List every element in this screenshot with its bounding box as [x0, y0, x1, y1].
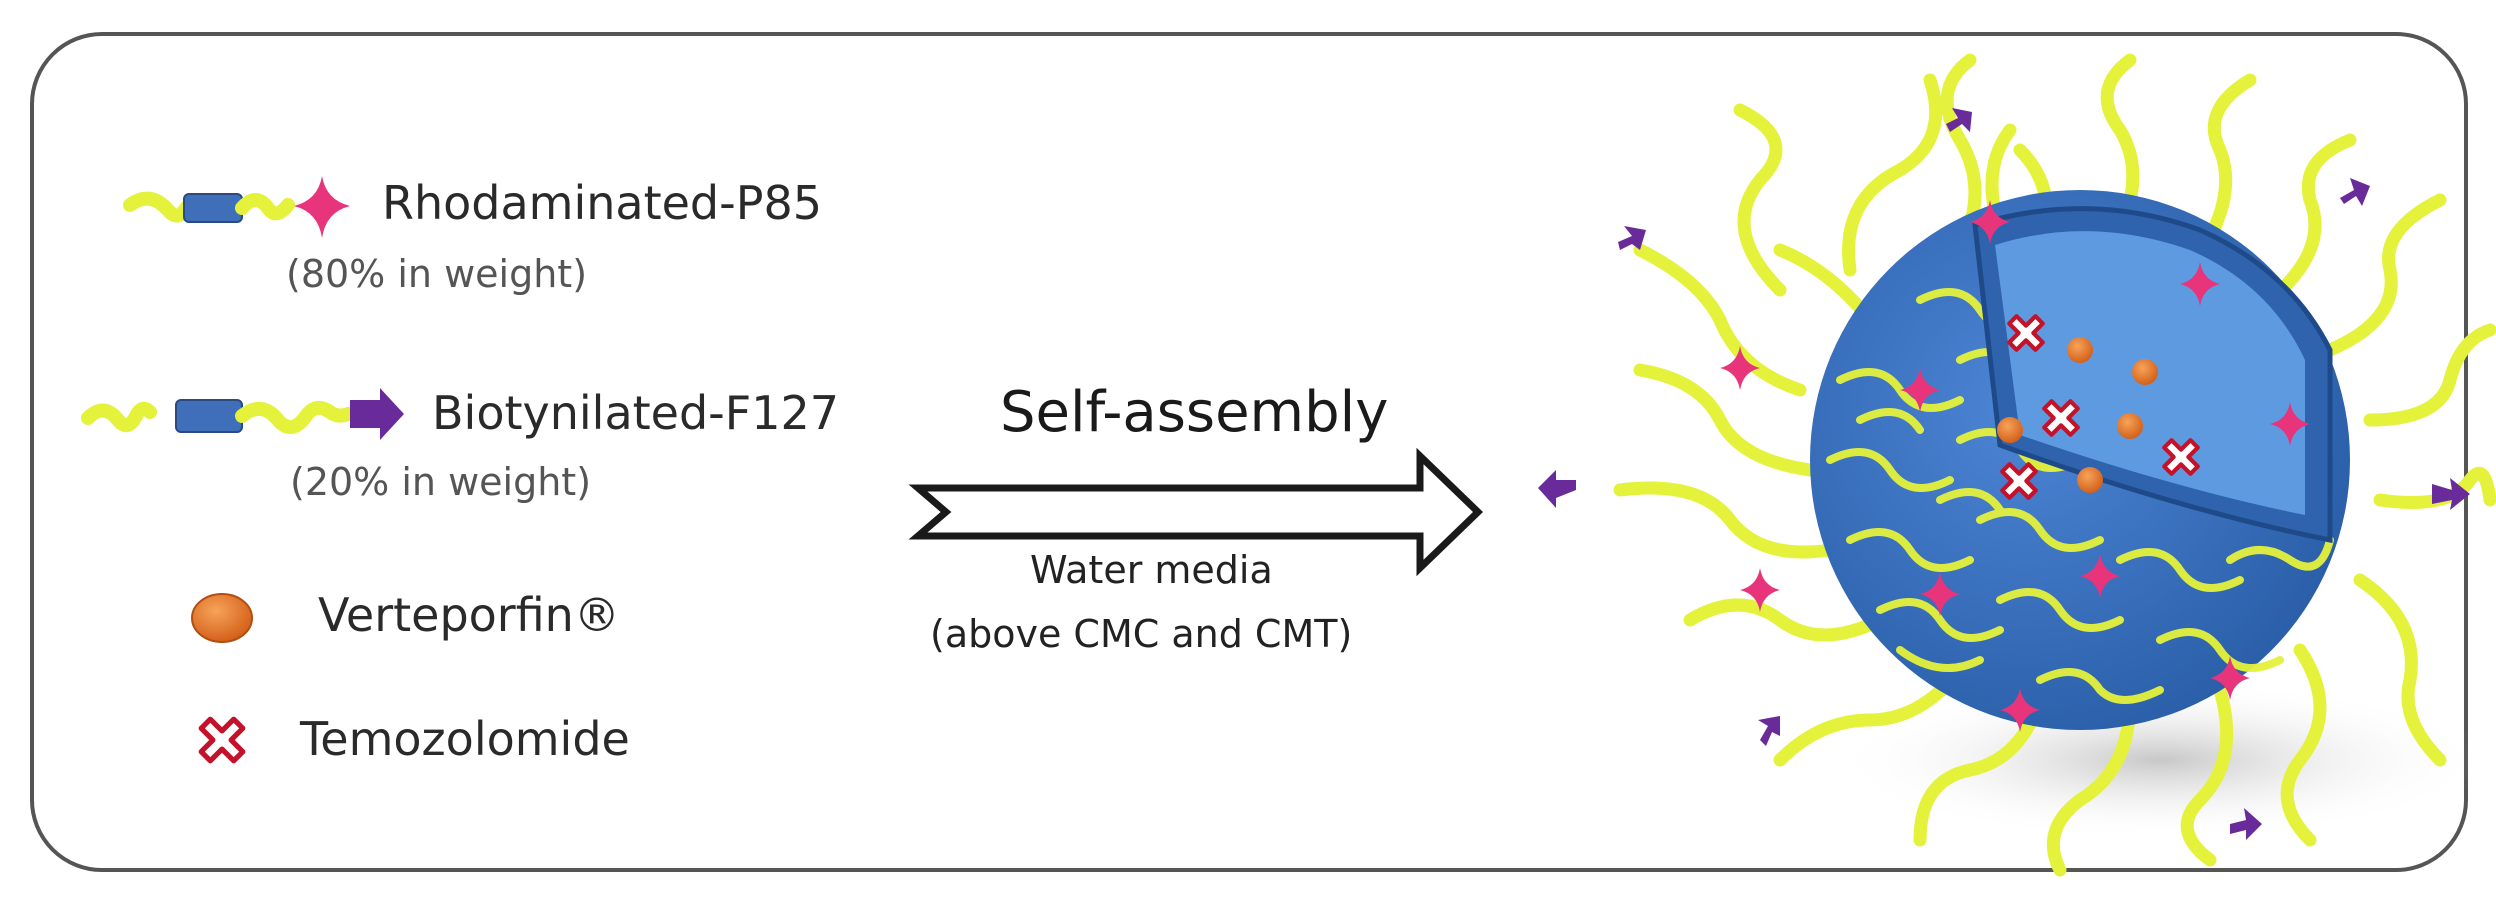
condition-line-1: Water media: [1030, 548, 1273, 592]
self-assembly-arrow: [908, 447, 1484, 577]
biotinylated-f127-fraction: (20% in weight): [290, 460, 592, 504]
verteporfin-label: Verteporfin®: [318, 588, 620, 642]
rhodaminated-p85-icon: [123, 176, 350, 238]
biotinylated-f127-icon: [81, 388, 404, 440]
rhodaminated-p85-fraction: (80% in weight): [286, 252, 588, 296]
rhodaminated-p85-label: Rhodaminated-P85: [382, 176, 822, 230]
self-assembly-title: Self-assembly: [1000, 380, 1389, 445]
temozolomide-label: Temozolomide: [300, 712, 630, 766]
micelle-illustration: [1538, 53, 2496, 877]
biotinylated-f127-label: Biotynilated-F127: [432, 386, 840, 440]
condition-line-2: (above CMC and CMT): [930, 612, 1353, 656]
verteporfin-icon: [191, 593, 253, 643]
temozolomide-icon: [201, 719, 243, 761]
